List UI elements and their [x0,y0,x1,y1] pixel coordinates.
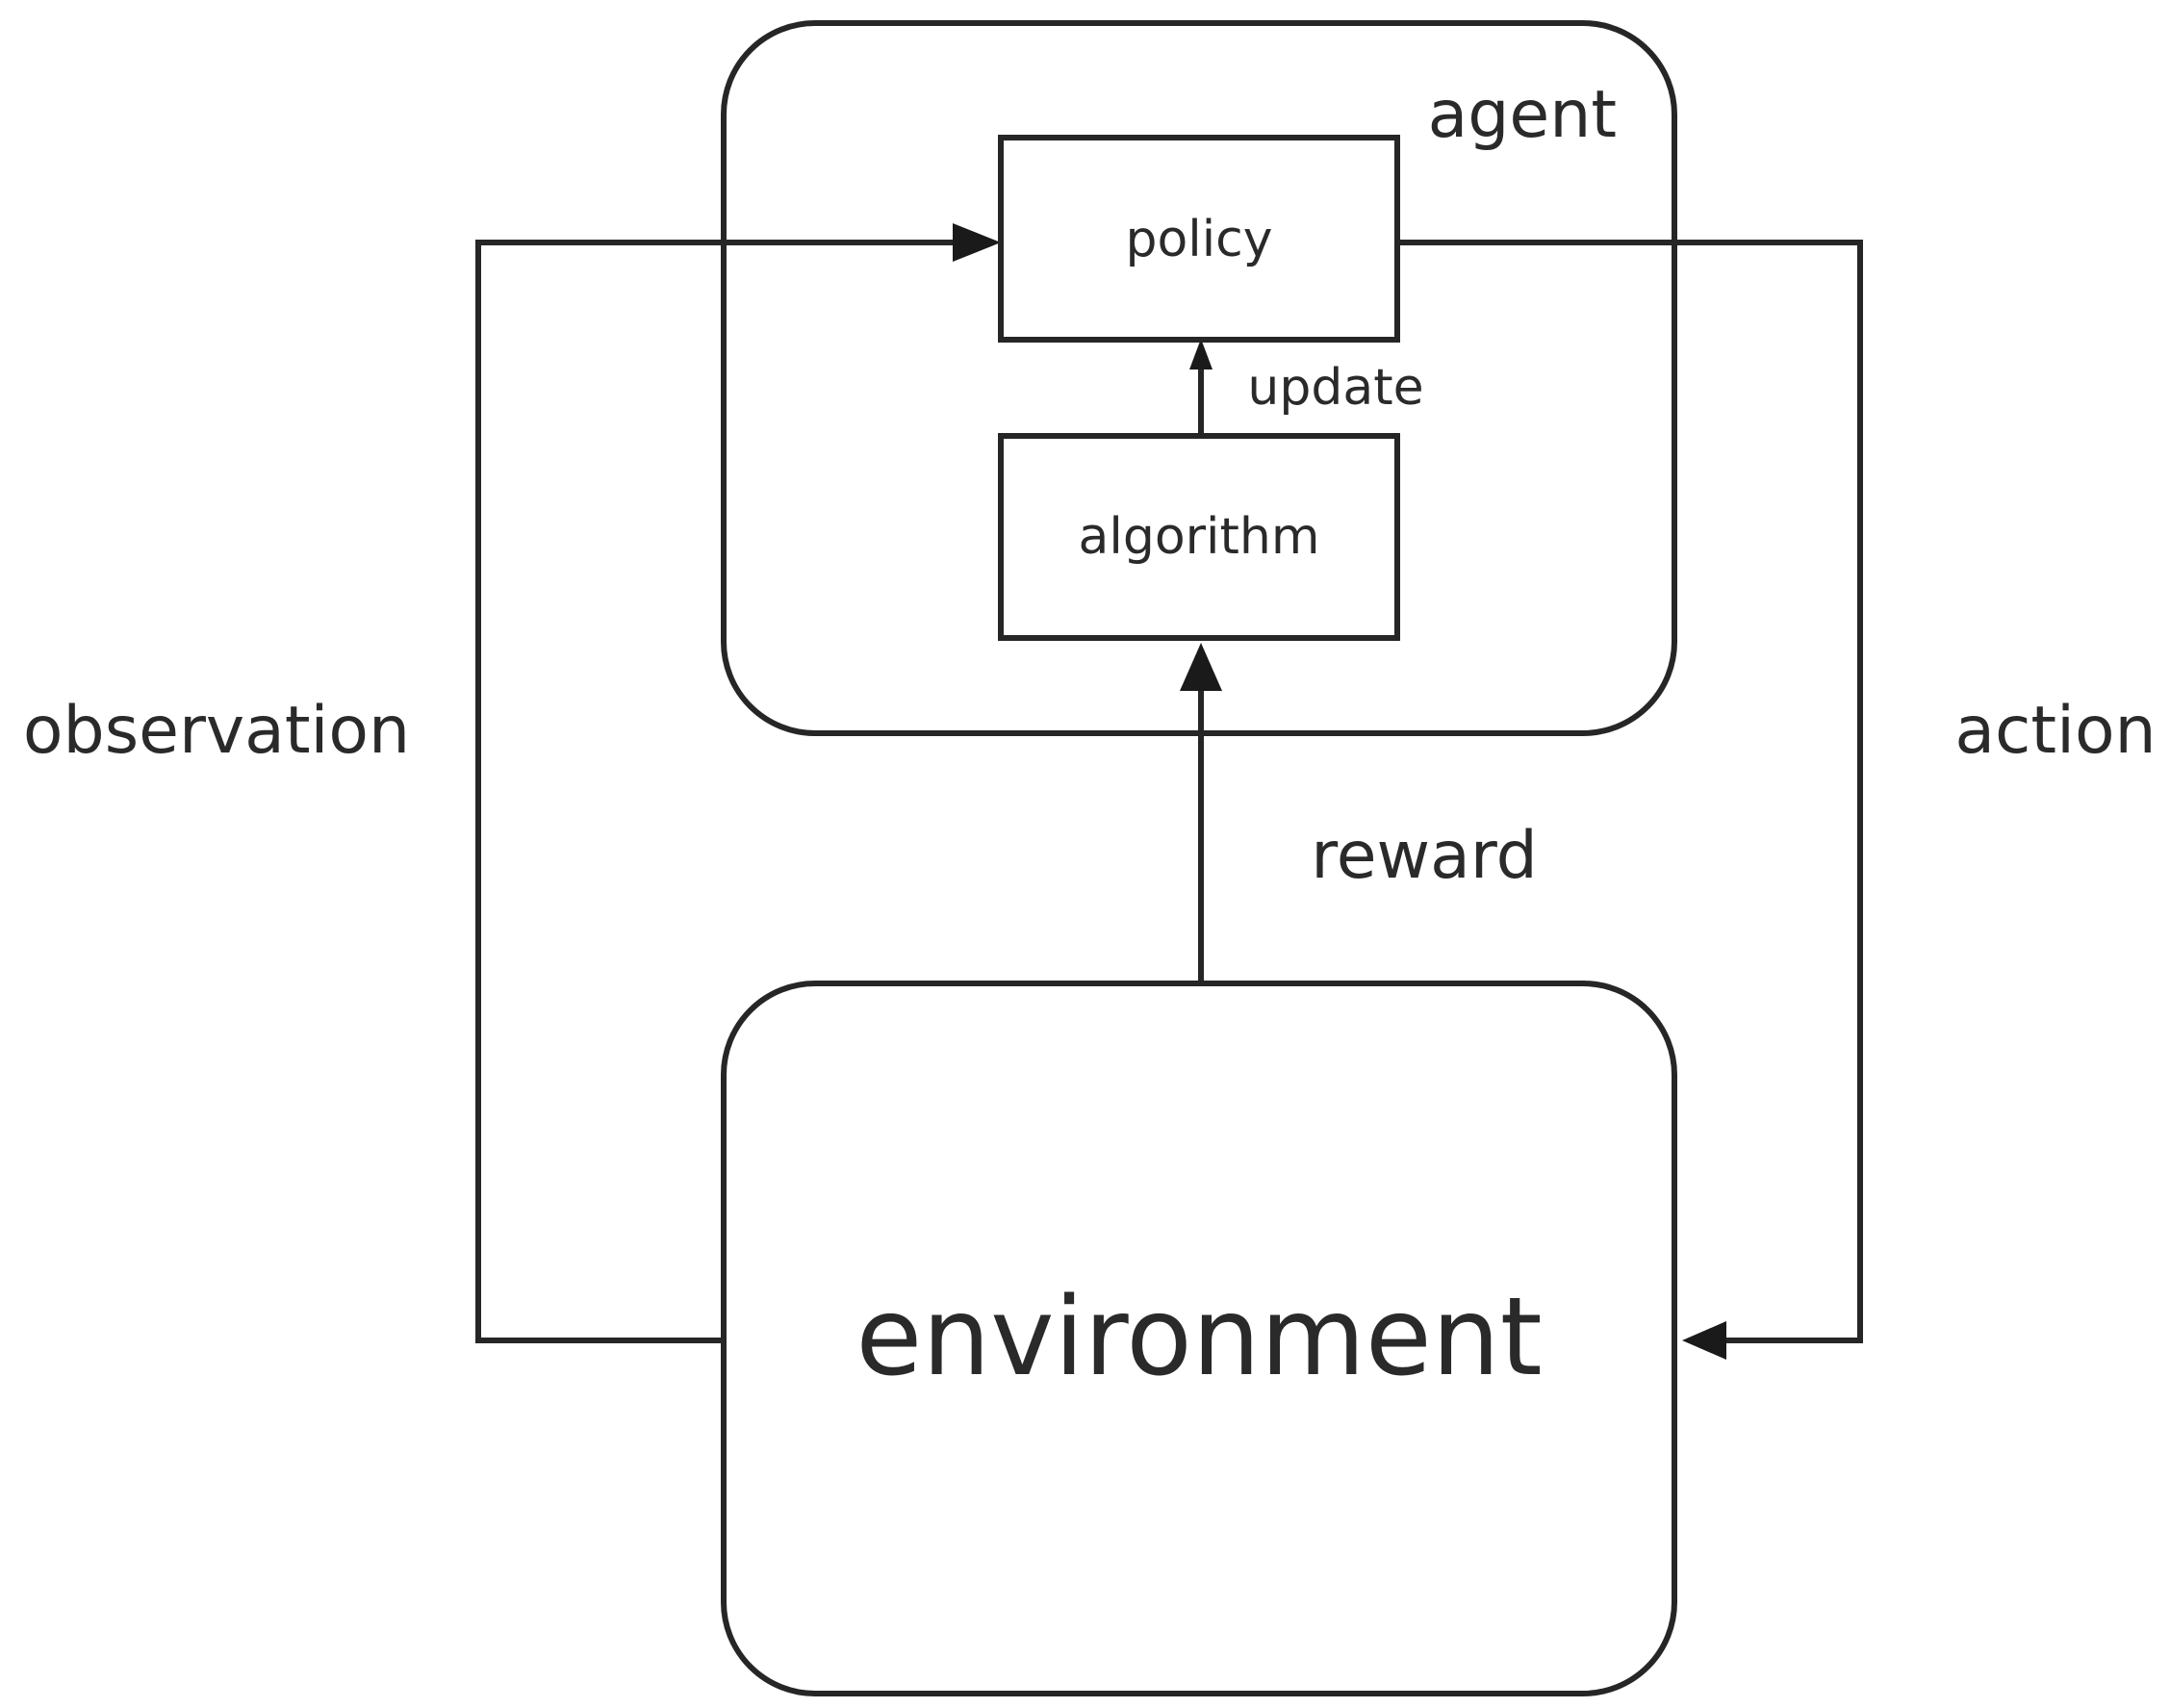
algorithm-box [998,433,1400,641]
observation-arrow-line [475,240,962,1343]
environment-label: environment [855,1275,1542,1400]
reward-label: reward [1311,818,1538,894]
policy-box [998,135,1400,343]
update-arrowhead [1189,339,1213,370]
action-label: action [1954,693,2156,769]
agent-label: agent [1428,77,1617,153]
reward-arrowhead [1180,643,1222,691]
action-arrow-line [1397,240,1863,1343]
observation-arrowhead [953,223,1001,262]
observation-label: observation [23,693,410,769]
policy-label: policy [1125,211,1272,268]
update-label: update [1247,359,1423,417]
action-arrowhead [1682,1321,1726,1360]
algorithm-label: algorithm [1079,508,1320,566]
